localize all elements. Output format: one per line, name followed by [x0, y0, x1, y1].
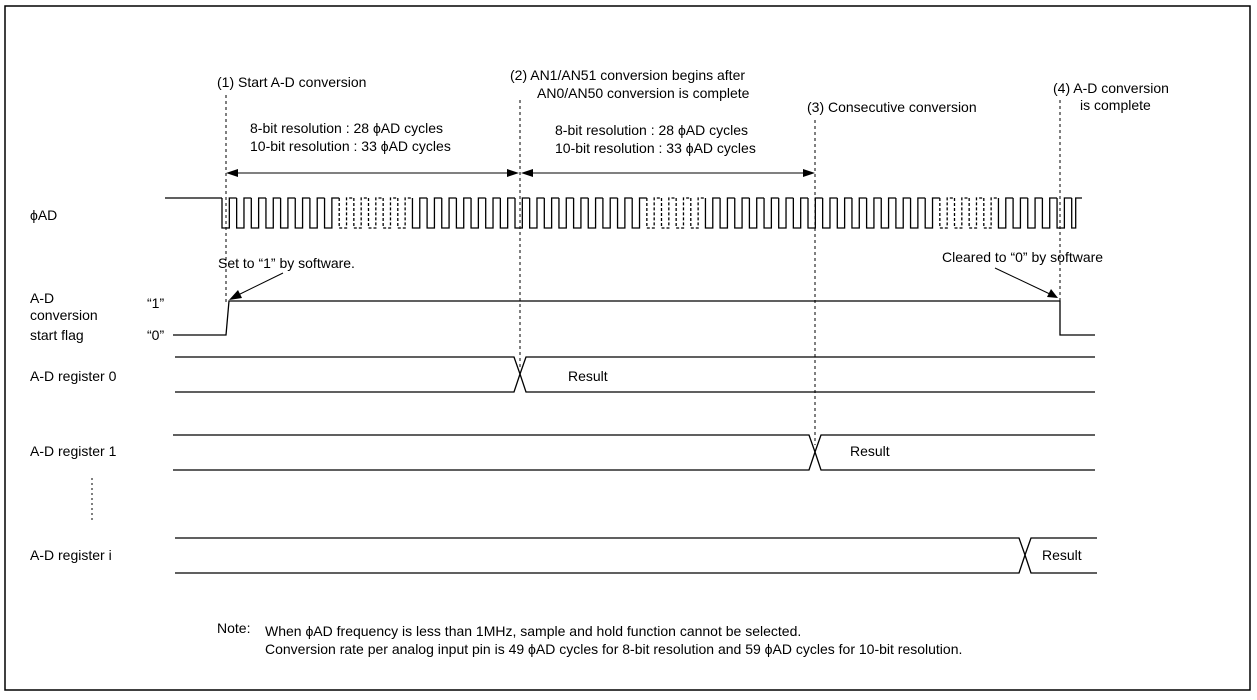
- clock-cycle: [924, 197, 940, 229]
- step2-label-line2: AN0/AN50 conversion is complete: [537, 85, 750, 101]
- clock-cycle: [602, 197, 618, 229]
- diagram-border: [4, 5, 1251, 691]
- clock-cycle: [265, 197, 281, 229]
- clock-cycle: [822, 197, 838, 229]
- clock-cycle: [514, 197, 530, 229]
- step4-label-line2: is complete: [1080, 97, 1151, 113]
- clock-cycle: [587, 197, 603, 229]
- clock-cycle: [895, 197, 911, 229]
- clock-cycle: [499, 197, 515, 229]
- step1-label: (1) Start A-D conversion: [217, 74, 366, 90]
- register-i-label: A-D register i: [30, 547, 112, 563]
- clock-cycle: [836, 197, 852, 229]
- clock-cycle: [865, 197, 882, 229]
- start-flag-waveform: [173, 300, 1095, 336]
- clock-cycle: [529, 197, 545, 229]
- step2-label-line1: (2) AN1/AN51 conversion begins after: [510, 67, 745, 83]
- register-1-label: A-D register 1: [30, 443, 117, 459]
- cleared-annotation: Cleared to “0” by software: [942, 249, 1103, 265]
- note-line2: Conversion rate per analog input pin is …: [265, 641, 962, 657]
- clock-cycle: [441, 197, 457, 229]
- clock-cycle: [778, 197, 794, 229]
- flag-high-level-label: “1”: [147, 295, 164, 311]
- register-1-waveform: [173, 434, 1095, 471]
- clock-cycle: [250, 197, 266, 229]
- clock-cycle: [367, 197, 384, 229]
- flag-label-line3: start flag: [30, 327, 84, 343]
- clock-cycle: [1027, 197, 1043, 229]
- clock-cycle: [279, 197, 296, 229]
- register-i-waveform: [175, 537, 1097, 574]
- cleared-arrow: [994, 267, 1058, 298]
- set-annotation: Set to “1” by software.: [218, 255, 355, 271]
- clock-cycle: [1056, 197, 1072, 229]
- clock-cycle: [485, 197, 501, 229]
- clock-cycle: [221, 197, 237, 229]
- step4-label-line1: (4) A-D conversion: [1053, 80, 1169, 96]
- clock-cycle: [426, 197, 442, 229]
- clock-cycle: [997, 197, 1014, 229]
- clock-cycle: [616, 197, 633, 229]
- clock-waveform: [165, 197, 1082, 229]
- clock-cycle: [235, 197, 252, 229]
- timing-b-line1: 8-bit resolution : 28 ϕAD cycles: [555, 122, 748, 138]
- clock-cycle: [734, 197, 750, 229]
- flag-label-line1: A-D: [30, 290, 54, 306]
- clock-cycle: [558, 197, 574, 229]
- clock-cycle: [748, 197, 765, 229]
- timing-a-line1: 8-bit resolution : 28 ϕAD cycles: [250, 120, 443, 136]
- register-0-label: A-D register 0: [30, 368, 117, 384]
- flag-label-line2: conversion: [30, 307, 98, 323]
- clock-cycle: [909, 197, 926, 229]
- clock-cycle: [1041, 197, 1058, 229]
- clock-cycle: [763, 197, 779, 229]
- clock-cycle: [382, 197, 398, 229]
- clock-cycle: [719, 197, 735, 229]
- register-0-result: Result: [568, 368, 608, 384]
- flag-low-level-label: “0”: [147, 327, 164, 343]
- register-1-result: Result: [850, 443, 890, 459]
- clock-signal-label: ϕAD: [30, 207, 57, 223]
- clock-cycle: [660, 197, 677, 229]
- register-i-result: Result: [1042, 547, 1082, 563]
- clock-cycle: [631, 197, 647, 229]
- clock-cycle: [470, 197, 486, 229]
- clock-cycle: [953, 197, 970, 229]
- clock-cycle: [572, 197, 589, 229]
- clock-cycle: [675, 197, 691, 229]
- clock-cycle: [338, 197, 354, 229]
- clock-cycle: [543, 197, 559, 229]
- clock-cycle: [323, 197, 340, 229]
- clock-cycle: [353, 197, 369, 229]
- clock-cycle: [646, 197, 662, 229]
- clock-cycle: [690, 197, 706, 229]
- set-arrow: [229, 272, 284, 300]
- timing-a-line2: 10-bit resolution : 33 ϕAD cycles: [250, 138, 451, 154]
- clock-cycle: [792, 197, 808, 229]
- step3-label: (3) Consecutive conversion: [807, 99, 977, 115]
- clock-cycle: [704, 197, 721, 229]
- interval-arrow-b: [521, 169, 815, 177]
- clock-cycle: [1012, 197, 1028, 229]
- clock-cycle: [294, 197, 310, 229]
- clock-cycle: [397, 197, 413, 229]
- clock-cycle: [939, 197, 955, 229]
- clock-cycle: [807, 197, 823, 229]
- note-prefix: Note:: [217, 620, 250, 636]
- clock-cycle: [880, 197, 896, 229]
- clock-cycle: [411, 197, 428, 229]
- register-0-waveform: [175, 356, 1095, 393]
- clock-cycle: [309, 197, 325, 229]
- clock-cycle: [851, 197, 867, 229]
- clock-cycle: [968, 197, 984, 229]
- interval-arrow-a: [226, 169, 519, 177]
- clock-cycle: [1071, 197, 1082, 229]
- clock-cycle: [455, 197, 472, 229]
- note-line1: When ϕAD frequency is less than 1MHz, sa…: [265, 623, 801, 639]
- clock-cycle: [983, 197, 999, 229]
- timing-b-line2: 10-bit resolution : 33 ϕAD cycles: [555, 140, 756, 156]
